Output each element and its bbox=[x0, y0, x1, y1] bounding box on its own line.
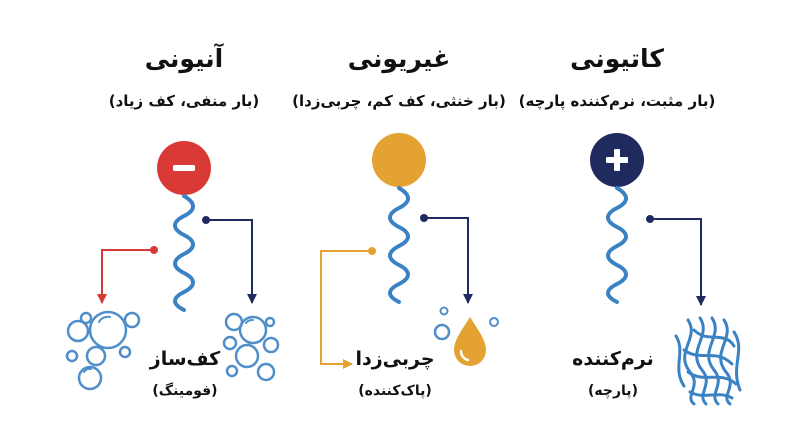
nonionic-head bbox=[372, 133, 426, 187]
plus-symbol-vertical bbox=[614, 149, 620, 171]
nonionic-tail bbox=[388, 186, 410, 304]
anionic-title: آنیونی bbox=[144, 44, 224, 73]
nonionic-title: غیریونی bbox=[347, 44, 451, 73]
cationic-subtitle: (بار مثبت، نرم‌کننده پارچه) bbox=[518, 92, 716, 110]
minus-symbol bbox=[173, 165, 195, 171]
bubbles-icon bbox=[65, 310, 280, 391]
anionic-subtitle: (بار منفی، کف زیاد) bbox=[108, 92, 260, 110]
cationic-title: کاتیونی bbox=[570, 44, 664, 73]
softening-arrow bbox=[650, 218, 706, 306]
cationic-effect-sublabel: (پارچه) bbox=[588, 383, 638, 399]
anionic-effect-sublabel: (فومینگ) bbox=[152, 383, 218, 399]
fabric-fibers-icon bbox=[674, 316, 742, 406]
degreasing-arrow bbox=[424, 217, 473, 304]
cationic-effect-label: نرم‌کننده bbox=[572, 348, 654, 370]
foaming-arrow bbox=[206, 219, 257, 304]
anionic-effect-label: کف‌ساز bbox=[149, 348, 221, 370]
oil-drop-icon bbox=[433, 306, 499, 366]
cationic-tail bbox=[606, 186, 628, 304]
nonionic-effect-label: چربی‌زدا bbox=[355, 348, 435, 370]
degreasing-arrow bbox=[320, 250, 372, 369]
nonionic-subtitle: (بار خنثی، کف کم، چربی‌زدا) bbox=[292, 92, 506, 110]
nonionic-effect-sublabel: (پاک‌کننده) bbox=[358, 383, 432, 399]
foaming-arrow bbox=[97, 249, 154, 304]
anionic-tail bbox=[173, 194, 195, 312]
bubble-highlights bbox=[83, 315, 254, 373]
